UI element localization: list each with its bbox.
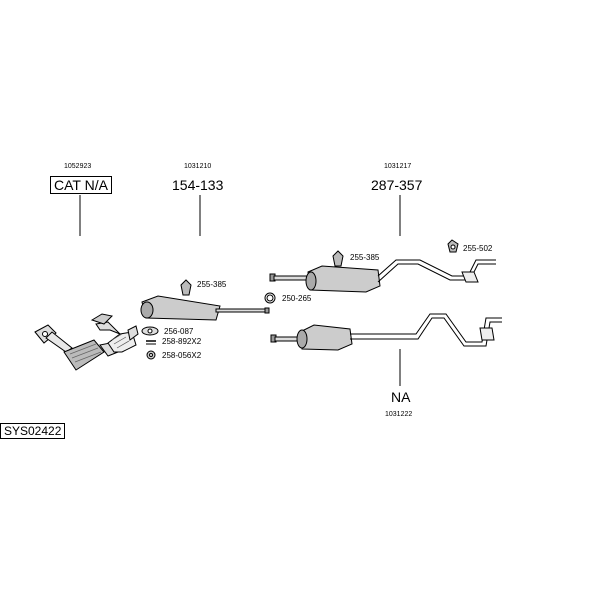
- front-silencer-price-label: 154-133: [172, 177, 224, 193]
- mount-tail-label: 255-502: [463, 244, 493, 253]
- rear-silencer-b-price-label: NA: [391, 389, 411, 405]
- catalyst-price-label: CAT N/A: [50, 176, 112, 194]
- bolt-label: 258-892X2: [162, 337, 202, 346]
- fittings: [141, 239, 459, 360]
- rear-silencer-a-price-label: 287-357: [371, 177, 423, 193]
- gasket-label: 256-087: [164, 327, 194, 336]
- clamp-label: 250-265: [282, 294, 312, 303]
- mount-rear-label: 255-385: [350, 253, 380, 262]
- rear-silencer-b-part-number: 1031222: [385, 411, 413, 418]
- mount-front-label: 255-385: [197, 280, 227, 289]
- front-silencer-part-number: 1031210: [184, 163, 212, 170]
- catalyst-assembly: [34, 313, 139, 371]
- catalyst-part-number: 1052923: [64, 163, 92, 170]
- rear-silencer-a: [269, 259, 496, 293]
- rear-silencer-b: [270, 313, 502, 351]
- mount-rear-icon: [332, 250, 344, 267]
- mount-front-icon: [180, 279, 192, 296]
- front-silencer: [140, 295, 270, 321]
- system-id-label: SYS02422: [0, 423, 66, 439]
- nut-label: 258-056X2: [162, 351, 202, 360]
- rear-silencer-a-part-number: 1031217: [384, 163, 412, 170]
- clamp-icon: [264, 292, 276, 304]
